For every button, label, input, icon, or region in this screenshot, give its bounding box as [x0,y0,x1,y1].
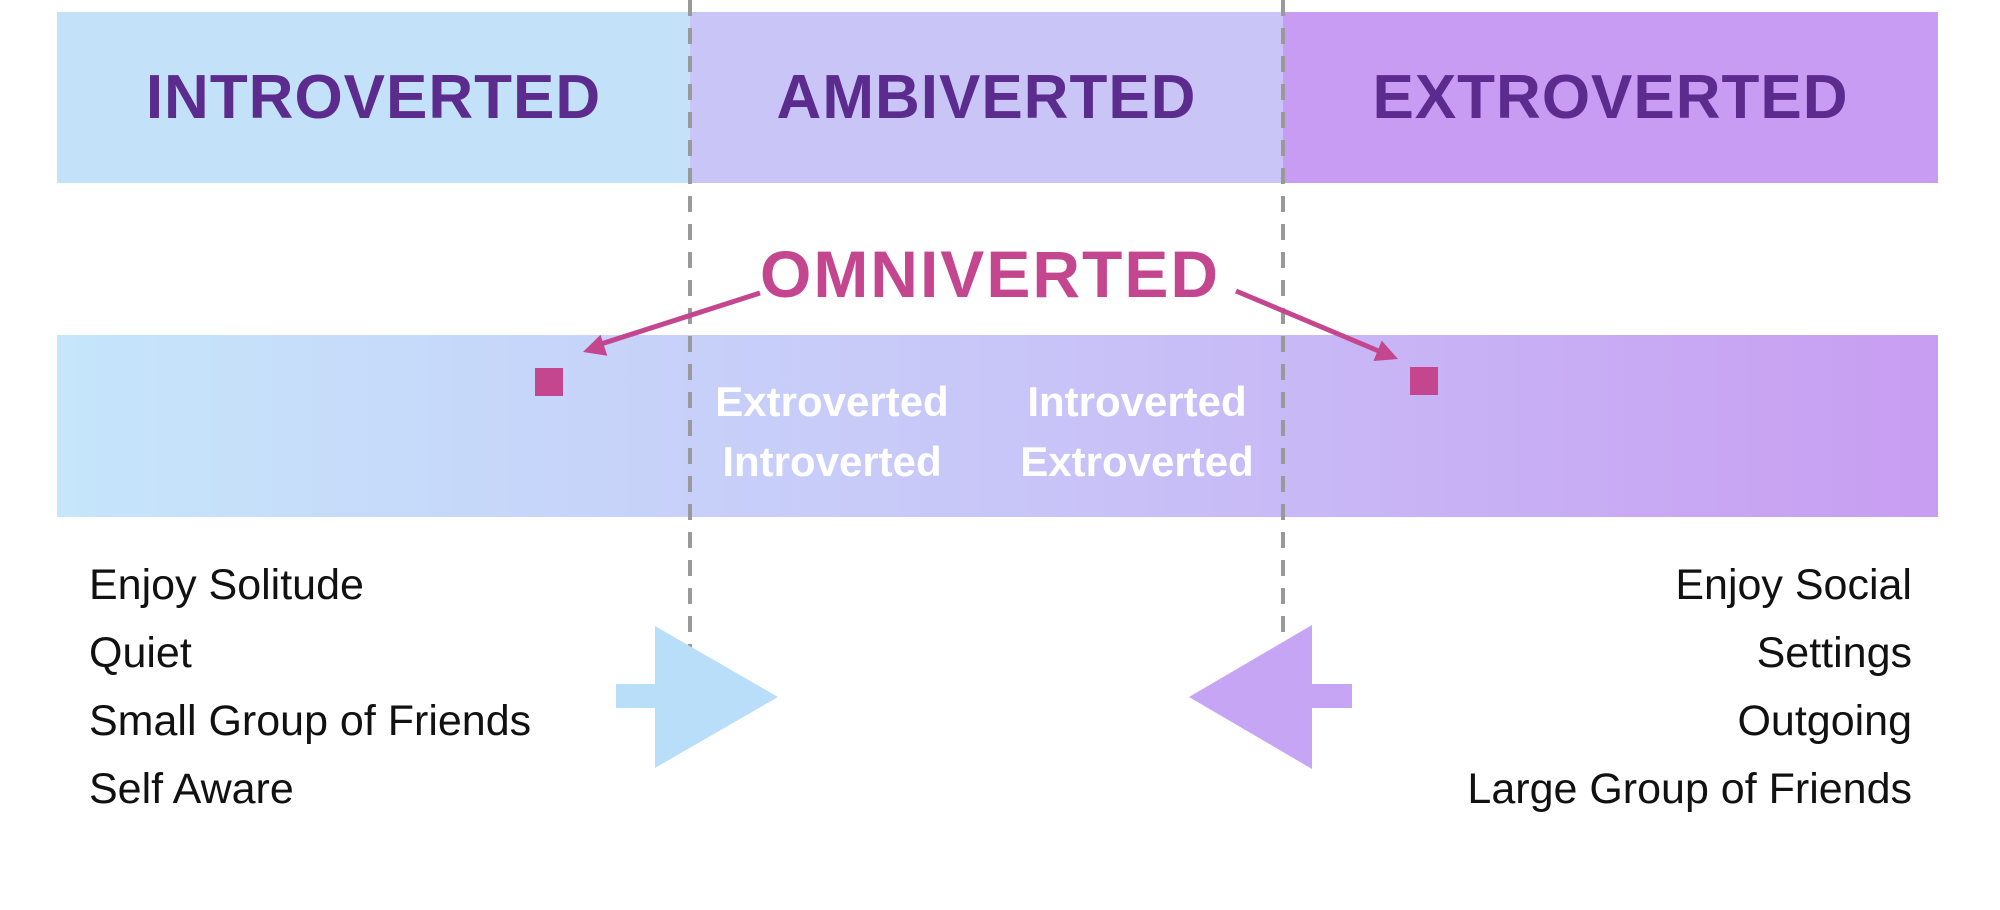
header-band: INTROVERTED AMBIVERTED EXTROVERTED [57,12,1938,183]
header-segment-introverted: INTROVERTED [57,12,690,183]
introvert-trait-list: Enjoy Solitude Quiet Small Group of Frie… [89,551,531,823]
header-segment-ambiverted: AMBIVERTED [690,12,1283,183]
bar-label-extroverted-introverted-line2: Introverted [722,438,942,485]
omnivert-marker-right [1410,367,1438,395]
dashed-divider-left [688,0,692,705]
omnivert-marker-left [535,368,563,396]
spectrum-gradient-bar [57,335,1938,517]
header-label-extroverted: EXTROVERTED [1372,63,1849,132]
list-item: Self Aware [89,765,294,813]
header-label-introverted: INTROVERTED [145,63,602,132]
header-segment-extroverted: EXTROVERTED [1283,12,1938,183]
list-item: Enjoy Solitude [89,561,364,609]
list-item: Quiet [89,629,192,677]
list-item: Outgoing [1737,697,1912,745]
bar-label-extroverted-introverted-line1: Extroverted [715,378,949,425]
list-item: Small Group of Friends [89,697,532,745]
header-label-ambiverted: AMBIVERTED [776,63,1197,132]
list-item: Enjoy Social [1675,561,1912,609]
bar-label-introverted-extroverted-line2: Extroverted [1020,438,1254,485]
list-item: Settings [1756,629,1912,677]
list-item: Large Group of Friends [1467,765,1912,813]
bar-label-column-left: Extroverted Introverted [677,372,987,492]
dashed-divider-right [1281,0,1285,705]
omniverted-title: OMNIVERTED [759,237,1221,311]
left-arrow-icon [1189,625,1352,769]
bar-label-column-right: Introverted Extroverted [982,372,1292,492]
bar-label-introverted-extroverted-line1: Introverted [1027,378,1247,425]
right-arrow-icon [616,626,778,768]
extrovert-trait-list: Enjoy Social Settings Outgoing Large Gro… [1467,551,1912,823]
